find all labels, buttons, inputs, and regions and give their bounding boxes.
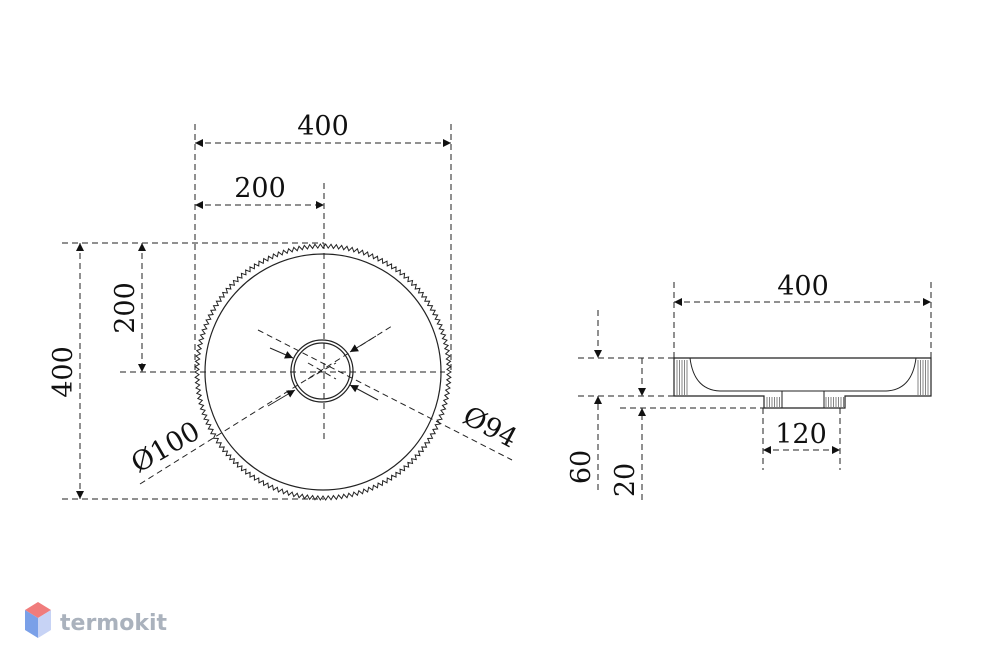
- leader-arrow-lower-left: [267, 389, 296, 407]
- side-dim-text-height-60: 60: [566, 450, 597, 484]
- basin-profile-outline: [673, 357, 932, 409]
- drain-outer-circle: [290, 339, 354, 403]
- dim-text-width-200: 200: [234, 173, 286, 204]
- side-dim-text-width-400: 400: [777, 271, 829, 302]
- logo-text: termokit: [60, 611, 167, 636]
- drain-profile: [781, 390, 825, 409]
- diagonal-line-b: [257, 329, 513, 461]
- dim-text-height-400: 400: [48, 346, 79, 398]
- dim-text-height-200: 200: [110, 282, 141, 334]
- logo-cube-left-icon: [25, 610, 38, 638]
- side-dim-text-height-20: 20: [610, 463, 641, 497]
- dim-text-width-400: 400: [297, 111, 349, 142]
- side-dim-text-width-120: 120: [775, 419, 827, 450]
- basin-profile-hatching: [676, 360, 929, 407]
- drain-center-mark-a: [307, 362, 337, 380]
- basin-profile-bowl: [689, 357, 917, 392]
- leader-arrow-lower-right: [349, 384, 379, 401]
- basin-inner-rim: [204, 253, 442, 491]
- leader-arrow-upper-right: [349, 335, 377, 353]
- leader-arrow-upper-left: [269, 347, 294, 359]
- dim-text-drain-inner: Ø94: [458, 401, 522, 455]
- termokit-logo: termokit: [25, 602, 167, 638]
- logo-cube-right-icon: [38, 610, 51, 638]
- basin-serrated-rim: [194, 243, 452, 501]
- top-view: 400 200 400 200 Ø100 Ø94: [48, 111, 522, 501]
- side-view: 400 120 60 20: [566, 271, 932, 500]
- drain-center-mark-b: [307, 362, 337, 380]
- drain-inner-circle: [293, 342, 351, 400]
- dim-text-drain-outer: Ø100: [126, 416, 205, 480]
